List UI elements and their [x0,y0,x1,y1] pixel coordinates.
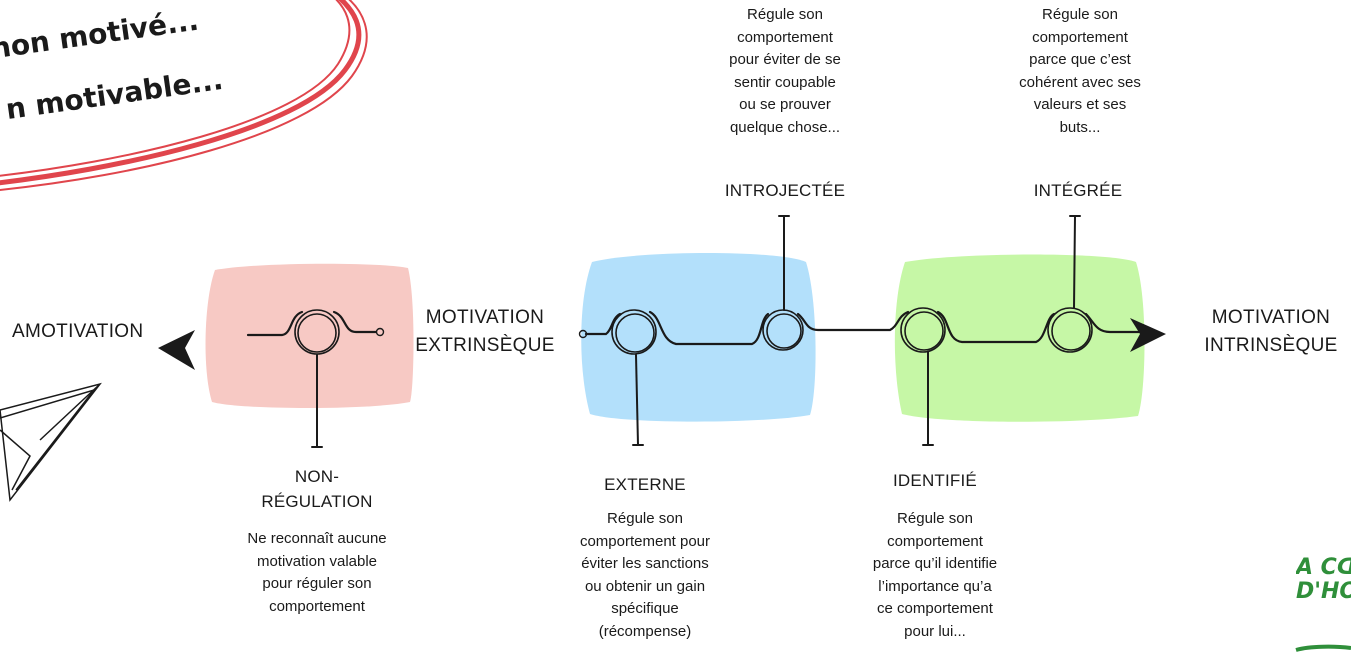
non-regulation-description: Ne reconnaît aucune motivation valable p… [217,528,417,618]
description-line: l’importance qu’a [878,577,992,595]
description-line: valeurs et ses [1033,96,1127,113]
description-line: sentir coupable [734,73,836,91]
blue-zone [581,253,816,422]
extrinsic-motivation-label: MOTIVATION EXTRINSÈQUE [405,304,565,360]
description-line: spécifique [611,600,679,617]
logo [1295,644,1351,652]
speech-bubble [0,0,368,191]
description-line: pour lui... [904,622,966,640]
description-line: comportement [269,597,365,615]
description-line: ce comportement [877,600,993,617]
timeline-line [246,310,1142,346]
description-line: Régule son [1042,6,1118,23]
externe-description: Régule son comportement pour éviter les … [545,508,745,643]
logo-text: À CŒU D'HOMM [1296,556,1351,604]
intrinsic-label-line2: INTRINSÈQUE [1204,335,1338,356]
extrinsic-label-line2: EXTRINSÈQUE [415,335,555,356]
integree-label: INTÉGRÉE [1033,181,1123,200]
node-integree [1047,307,1093,353]
logo-line2: D'HOMM [1296,579,1351,604]
description-line: cohérent avec ses [1019,73,1141,91]
green-zone [894,254,1145,422]
non-regulation-label-line1: NON- [294,467,340,486]
description-line: Régule son [607,510,683,527]
identifie-description: Régule son comportement parce qu’il iden… [835,508,1035,643]
description-line: Ne reconnaît aucune [247,530,387,547]
amotivation-label: AMOTIVATION [12,321,144,342]
non-regulation-label-line2: RÉGULATION [261,492,373,511]
description-line: quelque chose... [729,118,841,136]
node-externe [611,309,657,355]
pink-zone [205,263,414,408]
description-line: buts... [1059,118,1101,136]
node-identifie [900,307,946,353]
description-line: pour réguler son [262,575,372,592]
description-line: (récompense) [598,622,692,640]
arrow-right-icon [1130,318,1166,352]
description-line: parce que c’est [1029,51,1131,68]
description-line: motivation valable [256,552,378,570]
introjectee-label: INTROJECTÉE [724,181,846,200]
description-line: éviter les sanctions [581,555,709,572]
description-line: comportement [737,28,833,46]
non-regulation-label: NON- RÉGULATION [247,464,387,514]
extrinsic-label-line1: MOTIVATION [425,307,545,328]
integree-description: Régule son comportement parce que c’est … [985,4,1175,139]
logo-line1: À CŒU [1296,556,1351,580]
end-dot-blue [578,329,588,339]
description-line: comportement [887,532,983,550]
intrinsic-motivation-label: MOTIVATION INTRINSÈQUE [1196,304,1346,360]
introjectee-description: Régule son comportement pour éviter de s… [690,4,880,139]
description-line: Régule son [747,6,823,23]
description-line: comportement [1032,28,1128,46]
description-line: ou se prouver [739,96,831,113]
description-line: Régule son [897,510,973,527]
externe-label: EXTERNE [604,475,686,494]
description-line: comportement pour [579,532,711,550]
description-line: ou obtenir un gain [584,577,706,595]
intrinsic-label-line1: MOTIVATION [1211,307,1331,328]
connectors [311,215,1081,448]
description-line: parce qu’il identifie [872,555,998,572]
identifie-label: IDENTIFIÉ [893,471,977,490]
description-line: pour éviter de se [729,51,841,68]
end-dot-left [375,327,385,337]
arrow-left-icon [158,330,195,370]
paper-plane-icon [0,382,102,502]
